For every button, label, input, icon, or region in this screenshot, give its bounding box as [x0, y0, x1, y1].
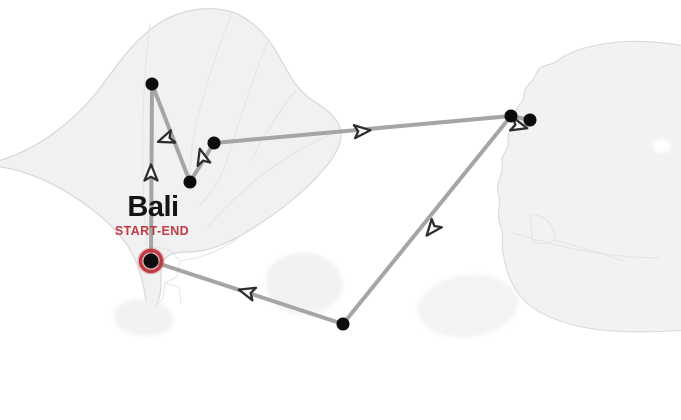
nusa-penida-shape — [266, 252, 343, 315]
lombok-highlight-patch — [653, 139, 671, 153]
route-arrow-icon — [352, 124, 372, 140]
route-arrow-icon — [237, 286, 258, 302]
waypoint-dot — [523, 113, 537, 127]
route-layer — [137, 77, 537, 331]
lombok-road-lines — [509, 213, 661, 263]
start-marker-dot — [143, 253, 159, 269]
route-arrow-icon — [143, 163, 159, 182]
lombok-island-shape — [497, 40, 681, 333]
waypoint-dot — [207, 136, 221, 150]
waypoint-dot — [504, 109, 518, 123]
route-arrow-icon — [196, 147, 212, 168]
waypoint-dot — [183, 175, 197, 189]
route-arrow-icon — [425, 217, 443, 237]
bukit-peninsula-shape — [113, 298, 174, 336]
waypoint-dot — [145, 77, 159, 91]
start-marker-ring — [138, 248, 164, 274]
waypoint-dot — [336, 317, 350, 331]
bali-island-shape — [0, 8, 342, 311]
bali-interior-lines — [142, 11, 341, 307]
southeast-island-shape — [418, 274, 518, 338]
route-segment — [341, 114, 513, 326]
route-arrow-icon — [156, 129, 177, 144]
